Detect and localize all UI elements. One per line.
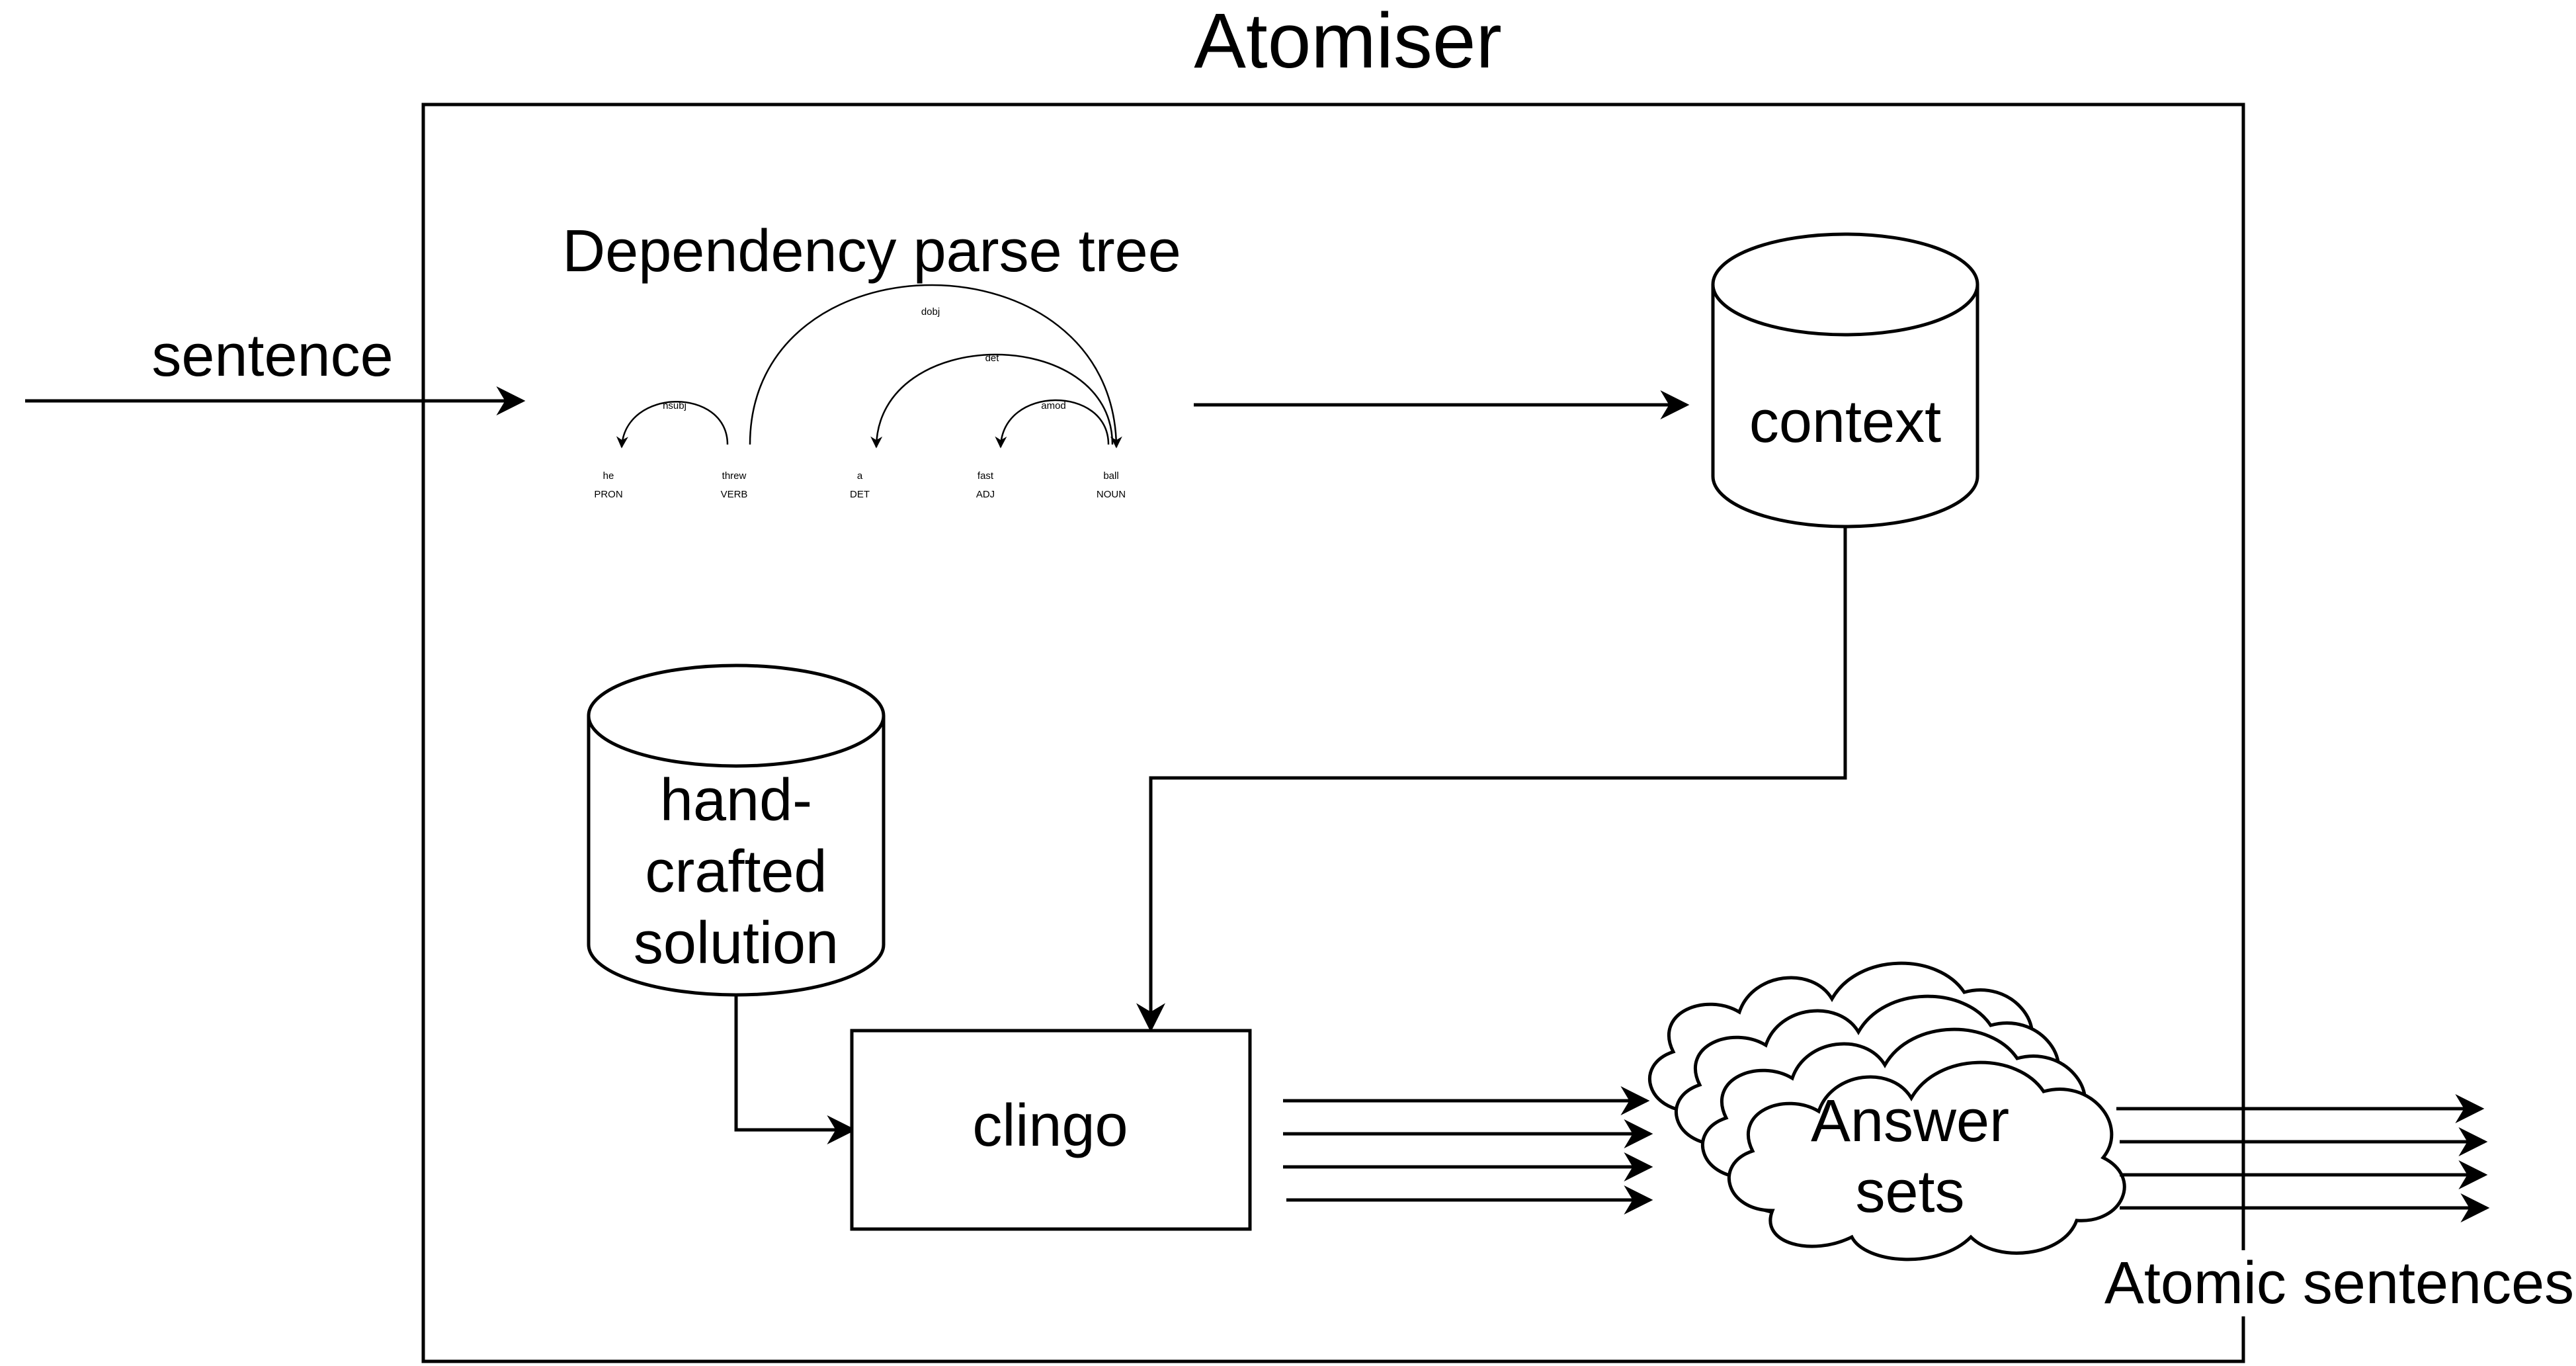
parse-tree-heading: Dependency parse tree [562, 218, 1181, 284]
token-word: threw [722, 470, 747, 482]
token-pos: DET [850, 489, 870, 500]
arc-det [870, 353, 1114, 448]
handcrafted-to-clingo-arrow [734, 996, 856, 1144]
arc-label-det: det [985, 353, 1000, 364]
clingo-label: clingo [972, 1093, 1128, 1159]
arc-label-nsubj: nsubj [663, 400, 686, 411]
token-word: a [857, 470, 863, 482]
answer-sets-label-line: Answer [1811, 1088, 2009, 1154]
handcrafted-label-line: crafted [645, 839, 827, 905]
token-word: ball [1103, 470, 1118, 482]
handcrafted-label-line: solution [634, 910, 839, 976]
clingo-to-answer-sets-arrows [1283, 1086, 1653, 1215]
context-to-clingo-arrow [1136, 527, 1847, 1033]
diagram-title: Atomiser [1194, 0, 1502, 85]
token-pos: ADJ [976, 489, 995, 500]
answer-sets-label-line: sets [1855, 1159, 1964, 1225]
handcrafted-label-line: hand- [660, 767, 812, 833]
token-pos: PRON [594, 489, 622, 500]
token-word: fast [977, 470, 994, 482]
dependency-parse-tree: Dependency parse tree nsubj dobj det amo… [562, 218, 1181, 500]
answer-sets-clouds: Answer sets [1647, 961, 2126, 1261]
context-label: context [1749, 389, 1941, 455]
arc-nsubj [616, 401, 729, 448]
output-arrows [2116, 1094, 2490, 1222]
output-label-background [2106, 1250, 2573, 1316]
arc-label-dobj: dobj [921, 306, 940, 318]
input-label: sentence [151, 323, 393, 389]
token-word: he [603, 470, 614, 482]
output-label: Atomic sentences [2104, 1250, 2574, 1316]
atomiser-boundary [421, 103, 2245, 1363]
arc-dobj [749, 284, 1122, 448]
arc-label-amod: amod [1041, 400, 1066, 411]
clingo-solver: clingo [850, 1029, 1252, 1231]
token-pos: VERB [721, 489, 748, 500]
context-database: context [1711, 232, 1979, 529]
handcrafted-solution-database: hand- crafted solution [587, 663, 886, 997]
arc-amod [995, 399, 1110, 448]
token-pos: NOUN [1097, 489, 1126, 500]
